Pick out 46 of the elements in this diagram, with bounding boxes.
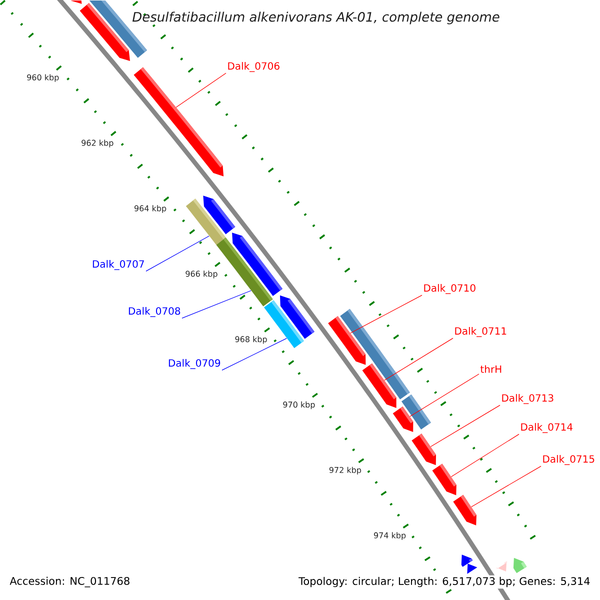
tick-label: 960 kbp: [27, 74, 59, 82]
leader-line: [222, 338, 288, 370]
gene-feature: [340, 308, 410, 400]
tick-label: 962 kbp: [82, 140, 114, 148]
tick-label: 966 kbp: [186, 270, 218, 278]
gene-feature: [461, 554, 473, 567]
gene-label: Dalk_0711: [455, 327, 506, 337]
gene-feature: [513, 558, 527, 574]
gene-feature: [412, 434, 436, 466]
leader-line: [146, 236, 210, 272]
gene-feature: [232, 232, 283, 296]
gene-feature: [80, 3, 130, 62]
tick-label: 974 kbp: [374, 532, 406, 540]
gene-feature: [401, 394, 431, 430]
gene-label: Dalk_0715: [543, 455, 594, 465]
gene-feature: [453, 494, 476, 526]
leader-line: [182, 290, 252, 318]
gene-label: Dalk_0707: [92, 260, 144, 270]
leader-line: [471, 466, 542, 508]
leader-line: [350, 294, 422, 334]
gene-feature: [467, 564, 478, 574]
footer-text: Topology: circular; Length: 6,517,073 bp; Genes: 5,314: [297, 575, 592, 589]
gene-feature: [203, 196, 236, 234]
gene-feature: [280, 295, 314, 339]
leader-line: [410, 374, 480, 417]
leader-line: [430, 404, 500, 447]
gene-label: thrH: [480, 365, 502, 373]
leader-line: [384, 338, 454, 381]
gene-label: Dalk_0713: [502, 394, 554, 404]
leader-line: [176, 72, 226, 108]
gene-feature: [134, 67, 224, 176]
tick-label: 972 kbp: [329, 466, 362, 475]
gene-label: Dalk_0709: [168, 359, 220, 369]
gene-label: Dalk_0714: [521, 423, 572, 433]
gene-feature: [432, 464, 456, 496]
tick-label: 970 kbp: [283, 401, 315, 410]
title: Desulfatibacillum alkenivorans AK-01, complete genome: [132, 12, 500, 24]
gene-label: Dalk_0706: [228, 62, 280, 72]
gene-label: Dalk_0710: [424, 284, 476, 294]
gene-feature: [70, 0, 82, 4]
leader-line: [450, 434, 520, 477]
gene-label: Dalk_0708: [128, 307, 180, 317]
gene-feature: [496, 561, 508, 572]
footer-text: Accession: NC_011768: [8, 575, 132, 589]
tick-label: 964 kbp: [134, 205, 166, 213]
tick-label: 968 kbp: [235, 336, 267, 344]
